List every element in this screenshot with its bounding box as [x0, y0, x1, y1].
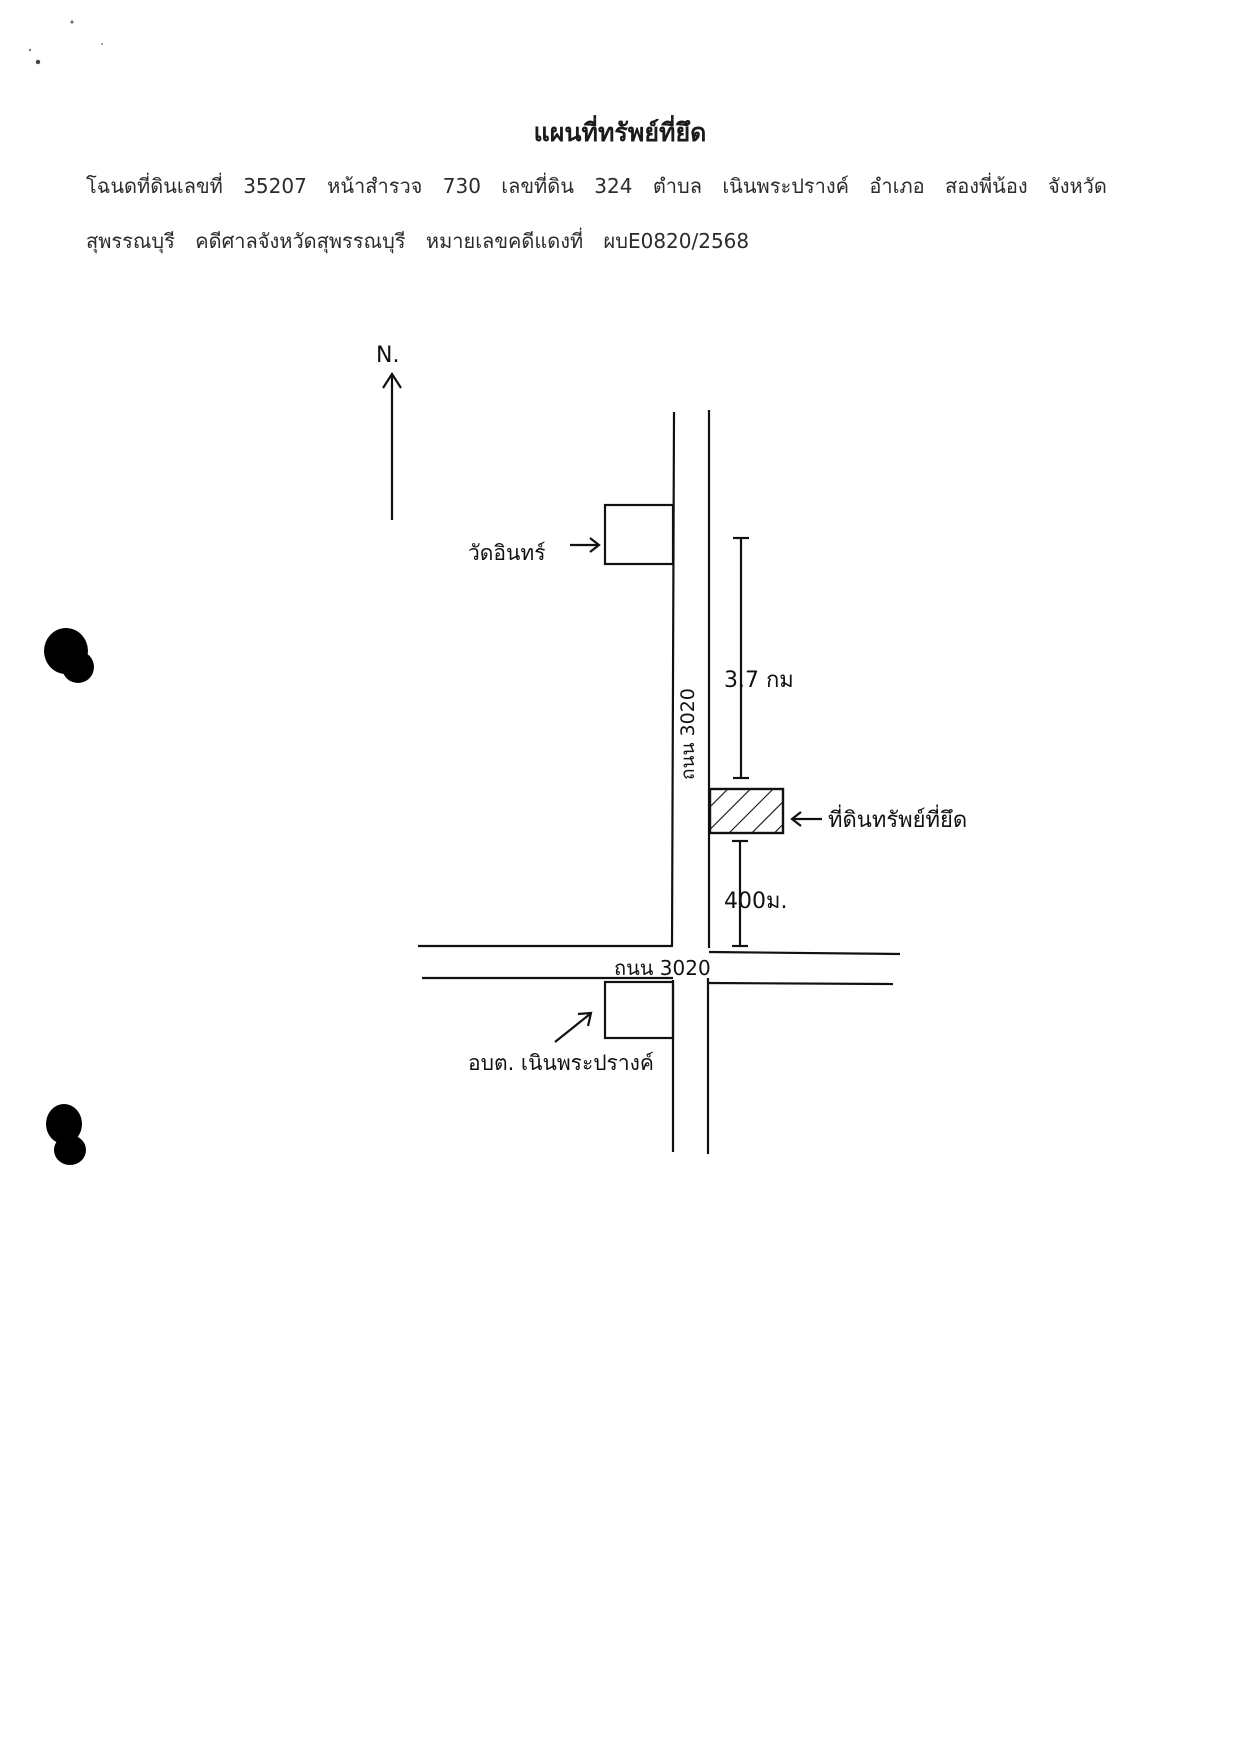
north-label: N.	[376, 343, 399, 368]
province: สุพรรณบุรี	[86, 229, 175, 253]
property-info-line-1: โฉนดที่ดินเลขที่ 35207 หน้าสำรวจ 730 เลข…	[86, 170, 1121, 202]
landmark-top-building	[603, 503, 675, 566]
land-no-label: เลขที่ดิน	[501, 174, 574, 198]
province-label: จังหวัด	[1048, 174, 1107, 198]
landmark-bottom-building	[603, 980, 675, 1040]
landmark-bottom-label: อบต. เนินพระปรางค์	[468, 1051, 654, 1075]
road-horizontal	[418, 944, 901, 986]
landmark-bottom-arrow	[554, 1011, 593, 1043]
land-no: 324	[594, 174, 633, 198]
document-title: แผนที่ทรัพย์ที่ยึด	[533, 118, 707, 147]
road-vertical-label: ถนน 3020	[677, 688, 699, 780]
distance-north-dimension	[733, 536, 749, 780]
landmark-top-label: วัดอินทร์	[468, 541, 546, 565]
landmark-top-arrow	[570, 537, 601, 553]
property-info-line-2: สุพรรณบุรี คดีศาลจังหวัดสุพรรณบุรี หมายเ…	[86, 225, 763, 257]
seized-property-arrow	[790, 811, 822, 827]
district-label: อำเภอ	[869, 174, 925, 198]
road-horizontal-label: ถนน 3020	[614, 956, 711, 980]
subdistrict-label: ตำบล	[652, 174, 702, 198]
scan-specks	[28, 20, 103, 65]
deed-label: โฉนดที่ดินเลขที่	[86, 174, 223, 198]
distance-north-label: 3.7 กม	[724, 668, 794, 693]
court: คดีศาลจังหวัดสุพรรณบุรี	[195, 229, 406, 253]
distance-south-dimension	[732, 839, 748, 948]
distance-south-label: 400ม.	[724, 889, 788, 914]
seized-property-parcel	[708, 787, 785, 835]
district: สองพี่น้อง	[945, 174, 1028, 198]
case-number: ผบE0820/2568	[603, 229, 750, 253]
north-arrow	[382, 371, 402, 520]
road-vertical	[670, 410, 711, 1154]
seized-property-label: ที่ดินทรัพย์ที่ยึด	[828, 804, 967, 833]
case-label: หมายเลขคดีแดงที่	[425, 229, 584, 253]
deed-number: 35207	[243, 174, 307, 198]
survey-number: 730	[442, 174, 481, 198]
subdistrict: เนินพระปรางค์	[722, 174, 850, 198]
survey-label: หน้าสำรวจ	[327, 174, 423, 198]
punch-holes	[44, 628, 94, 1165]
